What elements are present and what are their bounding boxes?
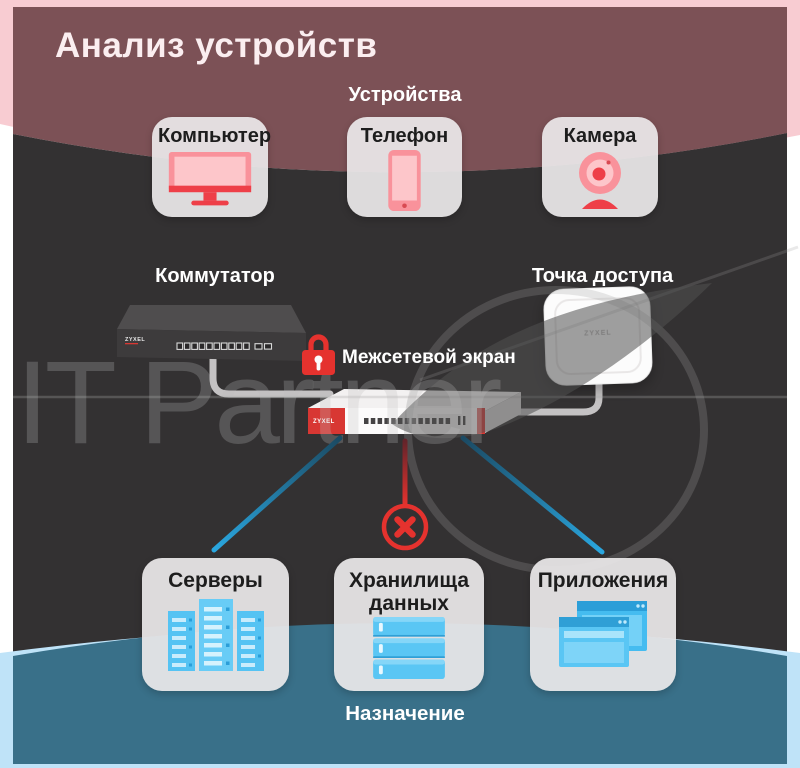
cable-switch-to-firewall bbox=[209, 348, 334, 398]
firewall-red-cap bbox=[308, 408, 345, 434]
device-card-phone: Телефон bbox=[347, 117, 462, 217]
card-label: Приложения bbox=[537, 569, 669, 592]
page-title: Анализ устройств bbox=[55, 26, 378, 65]
switch-brand-accent bbox=[125, 343, 138, 345]
switch-top-face bbox=[117, 305, 306, 333]
switch-label: Коммутатор bbox=[155, 265, 275, 287]
destination-card-storage: Хранилища данных bbox=[334, 558, 484, 691]
access-point-label: Точка доступа bbox=[531, 265, 674, 287]
destination-section-label: Назначение bbox=[345, 702, 465, 725]
card-label: Камера bbox=[563, 125, 637, 147]
destination-card-applications: Приложения bbox=[530, 558, 676, 691]
card-label: Серверы bbox=[168, 569, 263, 592]
devices-section-label: Устройства bbox=[348, 84, 462, 106]
watermark-text: IT Partner bbox=[16, 337, 502, 469]
front-window bbox=[559, 616, 629, 667]
watermark-swoosh bbox=[392, 283, 712, 439]
blocked-icon bbox=[381, 503, 429, 551]
camera-icon bbox=[542, 151, 658, 215]
device-card-camera: Камера bbox=[542, 117, 658, 217]
switch-device: ZYXEL bbox=[117, 305, 306, 361]
applications-icon bbox=[530, 600, 676, 674]
storage-icon bbox=[334, 617, 484, 686]
phone-icon bbox=[347, 149, 462, 216]
card-label: Хранилища данных bbox=[348, 569, 469, 615]
cable-accesspoint-to-firewall bbox=[501, 374, 603, 416]
computer-icon bbox=[152, 151, 268, 215]
firewall-label: Межсетевой экран bbox=[342, 347, 516, 368]
firewall-brand-label: ZYXEL bbox=[313, 419, 335, 425]
line-firewall-to-applications bbox=[460, 435, 605, 555]
switch-brand-label: ZYXEL bbox=[125, 337, 145, 343]
card-label: Компьютер bbox=[158, 125, 272, 147]
lock-icon bbox=[302, 334, 335, 375]
servers-icon bbox=[142, 597, 289, 678]
card-label: Телефон bbox=[360, 125, 449, 147]
switch-ports bbox=[176, 342, 273, 350]
destination-card-servers: Серверы bbox=[142, 558, 289, 691]
device-card-computer: Компьютер bbox=[152, 117, 272, 217]
line-firewall-to-servers bbox=[211, 435, 343, 553]
